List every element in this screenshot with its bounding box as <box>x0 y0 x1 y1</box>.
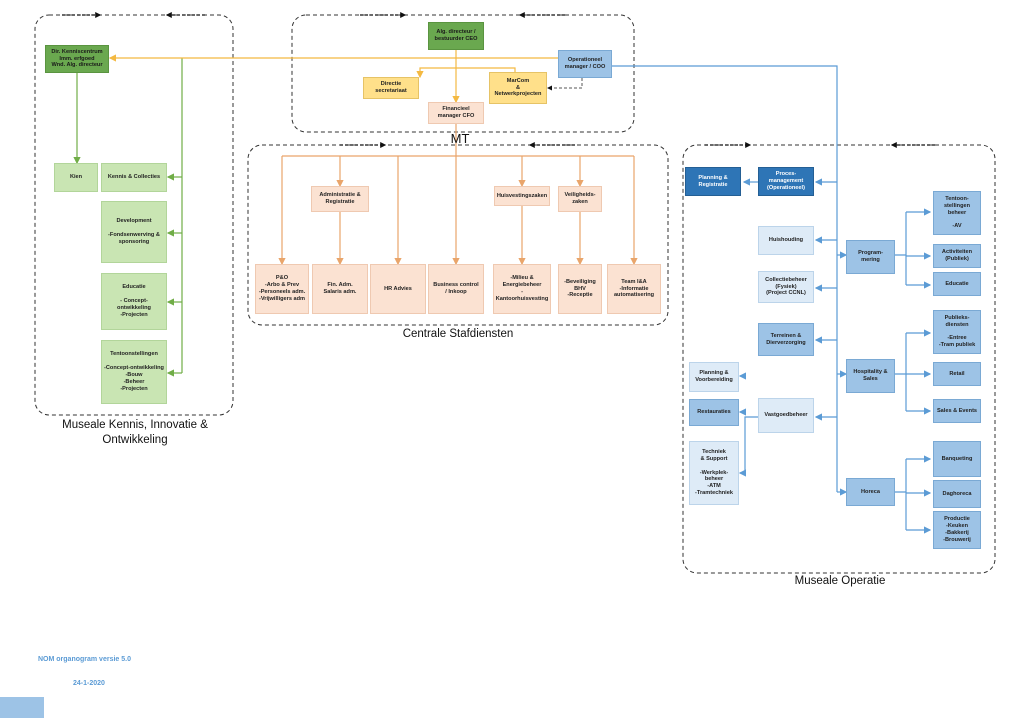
mko-connectors <box>73 58 183 377</box>
box-alg-directeur[interactable]: Alg. directeur / bestuurder CEO <box>428 22 484 50</box>
box-financieel-manager[interactable]: Financieel manager CFO <box>428 102 484 124</box>
frame-mt <box>291 14 635 133</box>
section-title-csd: Centrale Stafdiensten <box>402 328 514 340</box>
frame-expand-arrows <box>62 12 935 148</box>
coo-marcom-link <box>547 78 583 91</box>
box-business-control[interactable]: Business control / Inkoop <box>428 264 484 314</box>
mo-connectors <box>612 65 932 534</box>
frame-mo <box>682 144 996 574</box>
box-horeca[interactable]: Horeca <box>846 478 895 506</box>
box-planning-registratie[interactable]: Planning & Registratie <box>685 167 741 196</box>
box-banqueting[interactable]: Banqueting <box>933 441 981 477</box>
box-techniek-support[interactable]: Techniek & Support -Werkplek- beheer -AT… <box>689 441 739 505</box>
corner-block <box>0 697 44 718</box>
box-procesmanagement[interactable]: Proces- management (Operationeel) <box>758 167 814 196</box>
frame-mko <box>34 14 234 416</box>
box-educatie-mko[interactable]: Educatie - Concept- ontwikkeling -Projec… <box>101 273 167 330</box>
box-hospitality-sales[interactable]: Hospitality & Sales <box>846 359 895 393</box>
box-team-ia[interactable]: Team I&A -Informatie automatisering <box>607 264 661 314</box>
box-kien[interactable]: Kien <box>54 163 98 192</box>
footer-version: NOM organogram versie 5.0 <box>38 656 131 663</box>
box-terreinen[interactable]: Terreinen & Dierverzorging <box>758 323 814 356</box>
box-retail[interactable]: Retail <box>933 362 981 386</box>
box-milieu[interactable]: -Milieu & Energiebeheer -Kantoorhuisvest… <box>493 264 551 314</box>
box-vastgoedbeheer[interactable]: Vastgoedbeheer <box>758 398 814 433</box>
section-title-mt: MT <box>450 131 470 146</box>
box-beveiliging[interactable]: -Beveiliging BHV -Receptie <box>558 264 602 314</box>
box-restauraties[interactable]: Restauraties <box>689 399 739 426</box>
mt-connectors <box>108 50 558 104</box>
box-publieksdiensten[interactable]: Publieks- diensten -Entree -Tram publiek <box>933 310 981 354</box>
box-daghoreca[interactable]: Daghoreca <box>933 480 981 508</box>
box-programmering[interactable]: Program- mering <box>846 240 895 274</box>
section-frames <box>34 14 996 574</box>
box-kennis-collecties[interactable]: Kennis & Collecties <box>101 163 167 192</box>
box-huisvestingszaken[interactable]: Huisvestingszaken <box>494 186 550 206</box>
box-productie[interactable]: Productie -Keuken -Bakkerij -Brouwerij <box>933 511 981 549</box>
box-planning-voorbereiding[interactable]: Planning & Voorbereiding <box>689 362 739 392</box>
box-veiligheidszaken[interactable]: Veiligheids- zaken <box>558 186 602 212</box>
box-dir-kenniscentrum[interactable]: Dir. Kenniscentrum Imm. erfgoed Wnd. Alg… <box>45 45 109 73</box>
box-marcom[interactable]: MarCom & Netwerkprojecten <box>489 72 547 104</box>
box-collectiebeheer[interactable]: Collectiebeheer (Fysiek) (Project CCNL) <box>758 271 814 303</box>
footer-date: 24-1-2020 <box>73 680 105 687</box>
box-sales-events[interactable]: Sales & Events <box>933 399 981 423</box>
section-title-mo: Museale Operatie <box>794 575 886 587</box>
box-administratie[interactable]: Administratie & Registratie <box>311 186 369 212</box>
box-huishouding[interactable]: Huishouding <box>758 226 814 255</box>
box-tentoonstellingen[interactable]: Tentoonstellingen -Concept-ontwikkeling … <box>101 340 167 404</box>
box-hr-advies[interactable]: HR Advies <box>370 264 426 314</box>
box-activiteiten[interactable]: Activiteiten (Publiek) <box>933 244 981 268</box>
frame-csd <box>247 144 669 326</box>
box-fin-adm[interactable]: Fin. Adm. Salaris adm. <box>312 264 368 314</box>
section-title-mko: Museale Kennis, Innovatie & Ontwikkeling <box>62 419 208 446</box>
box-po[interactable]: P&O -Arbo & Prev -Personeels adm. -Vrijw… <box>255 264 309 314</box>
box-operationeel-manager[interactable]: Operationeel manager / COO <box>558 50 612 78</box>
box-educatie-mo[interactable]: Educatie <box>933 272 981 296</box>
box-directie-secretariaat[interactable]: Directie secretariaat <box>363 77 419 99</box>
box-tentoonstellingen-beheer[interactable]: Tentoon- stellingen beheer -AV <box>933 191 981 235</box>
csd-connectors <box>278 124 638 266</box>
box-development[interactable]: Development -Fondsenwerving & sponsoring <box>101 201 167 263</box>
